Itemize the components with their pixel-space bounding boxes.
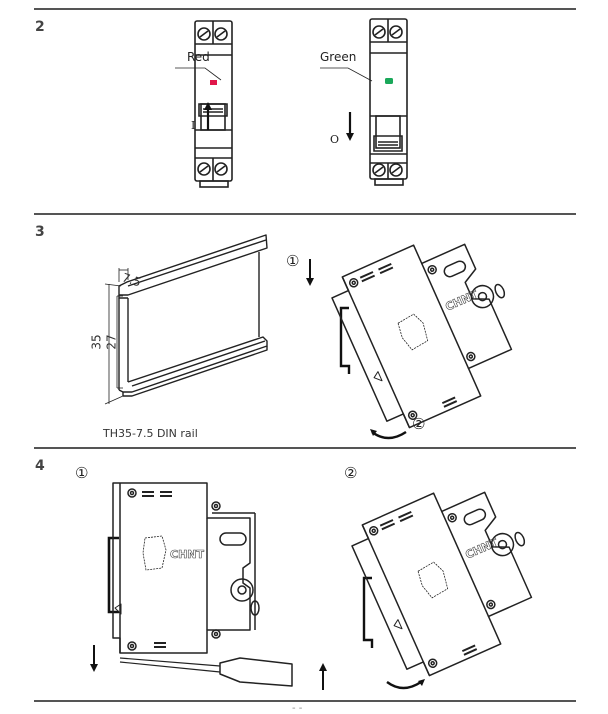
rail-caption: TH35-7.5 DIN rail	[103, 427, 198, 440]
arrow-up-icon	[204, 102, 212, 130]
rotate-arrow-icon	[386, 679, 425, 690]
section-divider-top	[34, 8, 576, 10]
page-number: - -	[292, 703, 303, 714]
arrow-down-icon	[90, 645, 98, 672]
red-leader-line	[175, 67, 222, 81]
section-4-number: 4	[35, 458, 45, 474]
rotate-arrow-icon	[370, 429, 407, 440]
red-indicator-label: Red	[187, 50, 210, 64]
step-1-marker: ①	[75, 464, 89, 482]
breaker-off-illustration	[369, 18, 408, 186]
section-divider-2-3	[34, 213, 576, 215]
brand-logo: CHNT	[463, 536, 500, 562]
din-rail-illustration	[104, 234, 268, 405]
section-divider-bottom	[34, 700, 576, 702]
brand-logo: CHNT	[170, 548, 204, 561]
section-3-number: 3	[35, 224, 45, 240]
rail-dim-inner-height: 27	[104, 334, 119, 350]
green-leader-line	[320, 67, 373, 82]
rail-dim-outer-height: 35	[89, 334, 104, 350]
on-position-label: I	[191, 119, 196, 132]
arrow-up-icon	[319, 663, 327, 690]
step-2-marker: ②	[344, 464, 358, 482]
arrow-down-icon	[346, 112, 354, 141]
breaker-on-illustration	[194, 20, 233, 188]
step-1-marker: ①	[286, 252, 300, 270]
red-indicator	[210, 80, 217, 85]
off-position-label: O	[330, 133, 340, 146]
arrow-down-icon	[306, 259, 314, 286]
breaker-tilted-illustration: CHNT	[351, 491, 533, 677]
green-indicator	[385, 78, 393, 84]
brand-logo: CHNT	[443, 288, 480, 314]
step-2-marker: ②	[412, 415, 426, 433]
breaker-removal-illustration: CHNT	[107, 482, 293, 687]
breaker-mounting-illustration: CHNT	[331, 243, 513, 429]
section-divider-3-4	[34, 447, 576, 449]
green-indicator-label: Green	[320, 50, 357, 64]
section-2-number: 2	[35, 19, 45, 35]
